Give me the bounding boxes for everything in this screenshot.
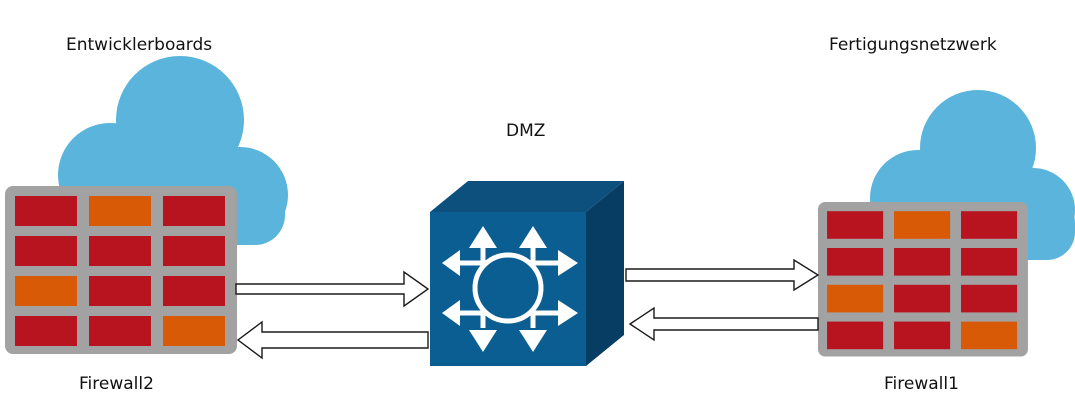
left-network-label: Entwicklerboards	[66, 35, 212, 55]
layer3-switch-icon	[430, 181, 624, 366]
brick-wall-firewall-icon	[5, 186, 237, 354]
arrow-left-icon	[628, 306, 819, 342]
right-network-label: Fertigungsnetzwerk	[829, 35, 997, 55]
left-firewall-label: Firewall2	[79, 374, 154, 394]
brick-wall-firewall-icon	[818, 202, 1028, 357]
arrow-right-icon	[235, 270, 430, 308]
arrow-left-icon	[236, 320, 429, 360]
dmz-label: DMZ	[506, 121, 545, 141]
arrow-right-icon	[625, 258, 820, 292]
right-firewall-label: Firewall1	[884, 374, 959, 394]
